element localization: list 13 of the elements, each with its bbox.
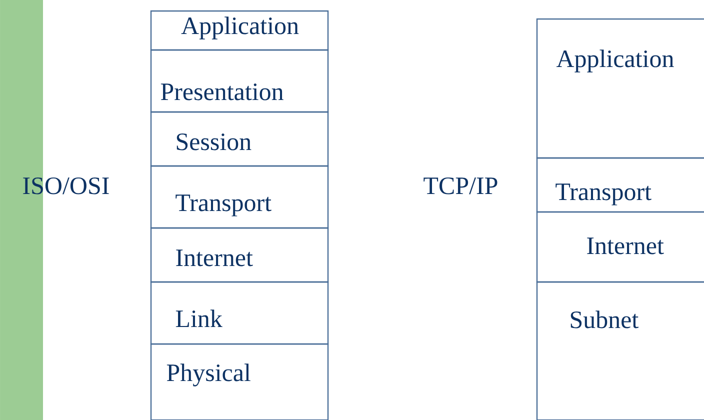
layer-box: Transport <box>536 157 704 213</box>
layer-box: Internet <box>536 211 704 283</box>
layer-box: Transport <box>150 165 329 229</box>
stack-label: ISO/OSI <box>23 177 109 194</box>
layer-box: Internet <box>150 227 329 283</box>
layer-box: Physical <box>150 343 329 420</box>
stack-label: TCP/IP <box>424 177 498 194</box>
layer-box: Session <box>150 111 329 167</box>
layer-box: Link <box>150 281 329 345</box>
layer-box: Application <box>536 18 704 159</box>
layer-box: Application <box>150 10 329 51</box>
layer-box: Presentation <box>150 49 329 113</box>
layer-box: Subnet <box>536 281 704 420</box>
